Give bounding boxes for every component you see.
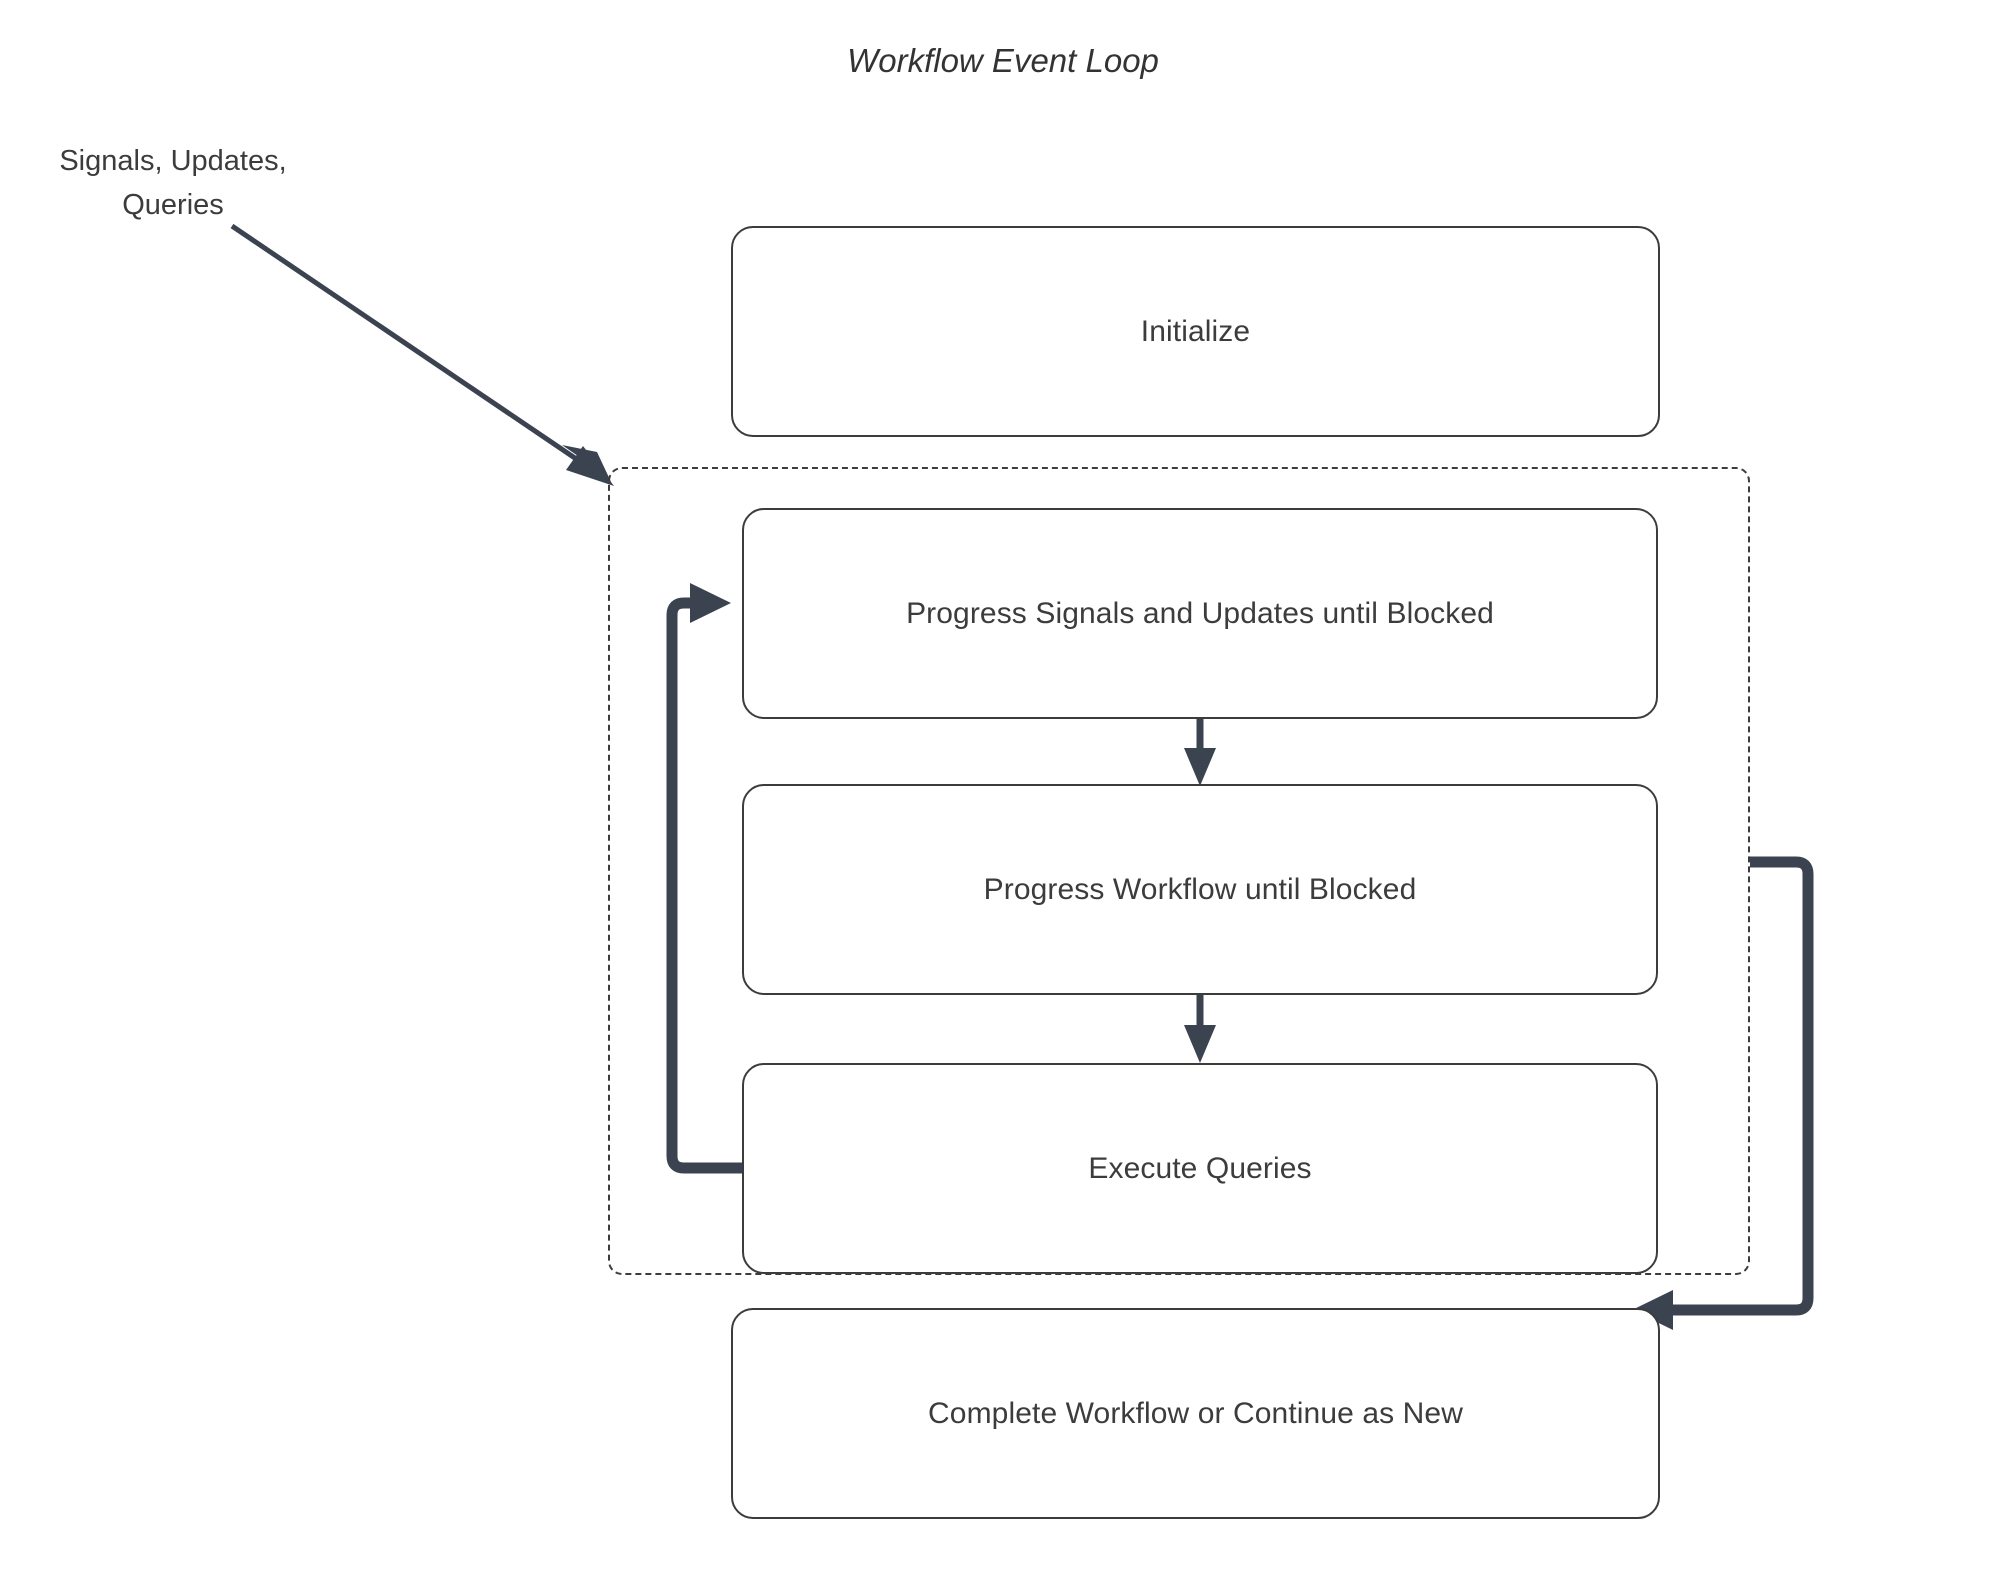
event-loop-group xyxy=(608,467,1750,1275)
node-initialize[interactable]: Initialize xyxy=(731,226,1660,437)
node-complete-workflow[interactable]: Complete Workflow or Continue as New xyxy=(731,1308,1660,1519)
edge-external-input-to-loop xyxy=(230,223,614,486)
external-input-label-line1: Signals, Updates, xyxy=(59,145,287,177)
external-input-label-line2: Queries xyxy=(122,188,224,221)
node-execute-queries[interactable]: Execute Queries xyxy=(742,1063,1658,1274)
node-complete-workflow-label: Complete Workflow or Continue as New xyxy=(928,1396,1463,1430)
node-progress-workflow-label: Progress Workflow until Blocked xyxy=(983,872,1417,906)
node-execute-queries-label: Execute Queries xyxy=(1088,1151,1312,1185)
node-progress-signals-updates[interactable]: Progress Signals and Updates until Block… xyxy=(742,508,1658,719)
page-title: Workflow Event Loop xyxy=(847,42,1159,79)
node-initialize-label: Initialize xyxy=(1140,314,1251,348)
node-progress-workflow[interactable]: Progress Workflow until Blocked xyxy=(742,784,1658,995)
external-input-label: Signals, Updates, Queries xyxy=(28,140,318,227)
node-progress-signals-updates-label: Progress Signals and Updates until Block… xyxy=(906,596,1494,630)
